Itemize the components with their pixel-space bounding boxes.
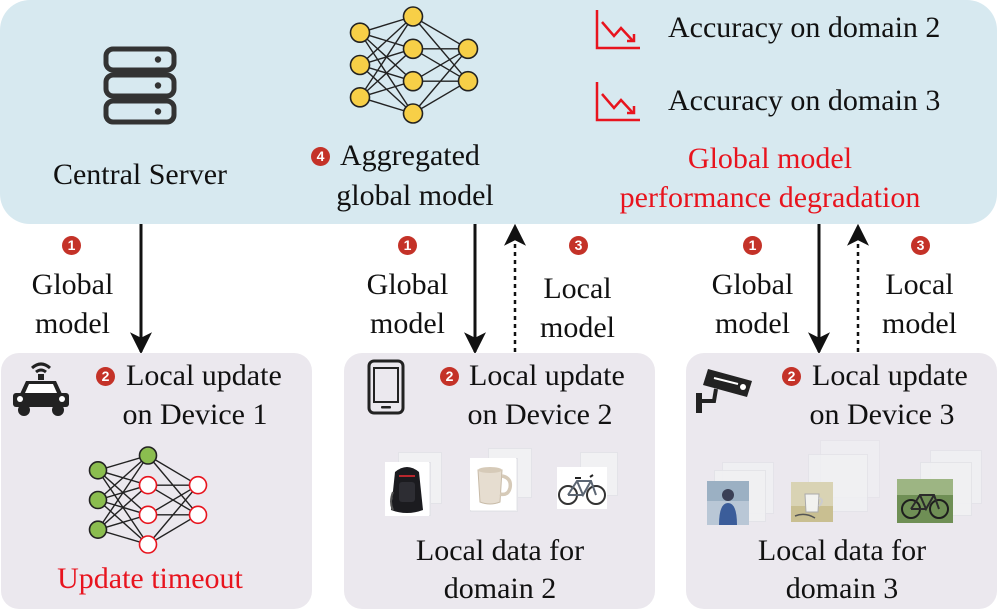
backpack-image [385, 462, 429, 516]
device2-update-label-line2: on Device 2 [467, 398, 613, 431]
degradation-label-line1: Global model [687, 142, 853, 175]
device1-model-network-icon [88, 446, 208, 554]
step-4-badge: 4 [311, 147, 330, 166]
device3-update-label-line1: Local update [812, 359, 968, 392]
step-2-badge-device1: 2 [96, 367, 115, 386]
network-node [138, 505, 158, 525]
bicycle-photo-image [897, 479, 953, 523]
step-3-badge-device2: 3 [569, 236, 588, 255]
step-2-badge-device3: 2 [782, 367, 801, 386]
network-edge [412, 48, 469, 82]
network-node [88, 490, 108, 510]
local-model-label-device2-line1: Local [543, 272, 612, 305]
aggregated-global-model-label-line2: global model [336, 179, 494, 212]
network-edge [147, 484, 199, 545]
device1-update-timeout-status: Update timeout [57, 562, 243, 595]
device3-local-data-label-line1: Local data for [757, 534, 927, 567]
network-edge [412, 80, 469, 115]
mug-on-desk-image [791, 482, 833, 522]
network-node [457, 70, 479, 92]
device1-update-label-line1: Local update [126, 359, 282, 392]
network-node [88, 520, 108, 539]
local-model-label-device3-line2: model [882, 307, 957, 340]
accuracy-domain3-label: Accuracy on domain 3 [668, 84, 941, 117]
global-model-network-icon [349, 6, 479, 124]
network-edge [97, 484, 149, 531]
network-edge [412, 48, 469, 114]
central-server-label: Central Server [52, 158, 228, 191]
step-1-badge-device2: 1 [398, 236, 417, 255]
network-edge [147, 484, 199, 516]
network-node [138, 535, 158, 554]
accuracy-domain2-label: Accuracy on domain 2 [668, 11, 941, 44]
device2-local-data-label-line1: Local data for [415, 534, 585, 567]
network-edge [97, 455, 149, 531]
network-node [88, 461, 108, 480]
network-edge [359, 15, 414, 66]
aggregated-global-model-label-line1: Aggregated [340, 139, 480, 172]
device3-local-data-label-line2: domain 3 [785, 572, 899, 605]
security-camera-icon [696, 369, 752, 413]
network-node [349, 22, 371, 43]
step-2-badge-device2: 2 [440, 367, 459, 386]
device2-local-data-label-line2: domain 2 [443, 572, 557, 605]
network-edge [359, 48, 414, 98]
global-model-label-device2-line1: Global [366, 268, 449, 301]
person-image [707, 481, 749, 525]
global-model-label-device3-line1: Global [711, 268, 794, 301]
network-node [188, 505, 208, 525]
global-model-label-device1-line1: Global [31, 268, 114, 301]
network-node [138, 475, 158, 495]
step-3-badge-device3: 3 [911, 236, 930, 255]
network-node [402, 103, 424, 124]
network-node [138, 446, 158, 465]
network-node [402, 6, 424, 27]
network-edge [147, 454, 199, 486]
degradation-label-line2: performance degradation [619, 181, 921, 214]
network-edge [412, 15, 469, 50]
network-node [457, 38, 479, 60]
step-1-badge-device1: 1 [62, 236, 81, 255]
car-icon [13, 362, 69, 416]
central-server-panel [0, 0, 997, 224]
device2-update-label-line1: Local update [469, 359, 625, 392]
global-model-label-device3-line2: model [715, 307, 790, 340]
local-model-label-device2-line2: model [540, 311, 615, 344]
network-node [402, 38, 424, 60]
server-icon [103, 46, 177, 125]
device3-update-label-line2: on Device 3 [809, 398, 955, 431]
bicycle-image [557, 467, 607, 509]
network-edge [97, 454, 149, 501]
network-node [349, 54, 371, 76]
local-model-label-device3-line1: Local [885, 268, 954, 301]
mug-image [470, 458, 516, 510]
accuracy-drop-icon-domain3 [595, 82, 640, 122]
network-node [402, 70, 424, 92]
accuracy-drop-icon-domain2 [595, 10, 640, 50]
global-model-label-device2-line2: model [370, 307, 445, 340]
network-node [188, 475, 208, 495]
network-edge [359, 16, 414, 98]
device1-update-label-line2: on Device 1 [122, 398, 268, 431]
network-edge [147, 514, 199, 546]
global-model-label-device1-line2: model [35, 307, 110, 340]
tablet-icon [367, 359, 405, 415]
network-node [349, 87, 371, 108]
step-1-badge-device3: 1 [743, 236, 762, 255]
